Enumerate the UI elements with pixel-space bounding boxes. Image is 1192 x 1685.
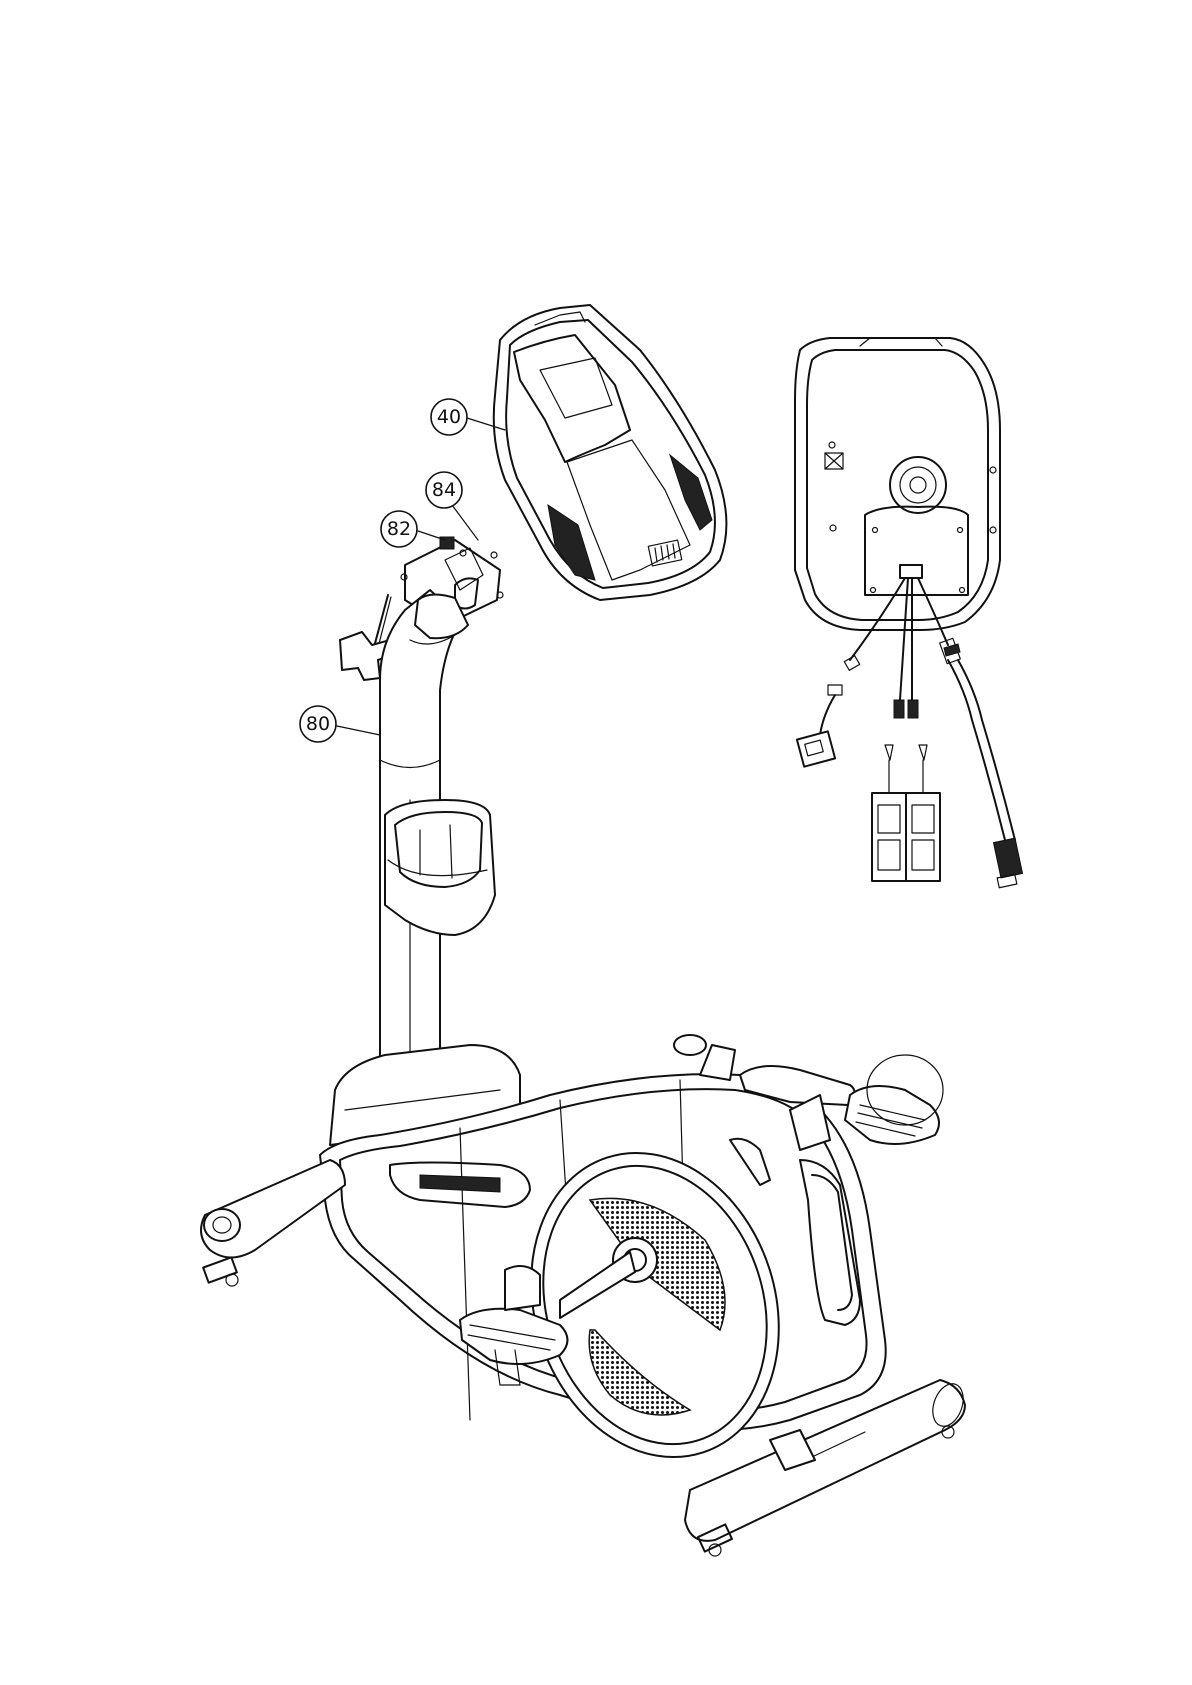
callout-80-label: 80: [306, 713, 330, 735]
callout-40-label: 40: [437, 406, 461, 428]
console-front: [494, 305, 727, 600]
callout-84-label: 84: [432, 479, 456, 501]
grip-plate-right: [906, 793, 940, 881]
console-back-view: [795, 338, 1023, 888]
pedal-right: [845, 1086, 939, 1144]
bike-main-body: [201, 1035, 969, 1556]
callout-40: 40: [431, 399, 467, 435]
sensor-module: [797, 731, 835, 766]
grip-plate-left: [872, 793, 906, 881]
callout-82-label: 82: [387, 518, 411, 540]
callout-82: 82: [381, 511, 417, 547]
upright-post: [380, 590, 495, 1070]
callout-84: 84: [426, 472, 462, 508]
callout-80: 80: [300, 706, 336, 742]
